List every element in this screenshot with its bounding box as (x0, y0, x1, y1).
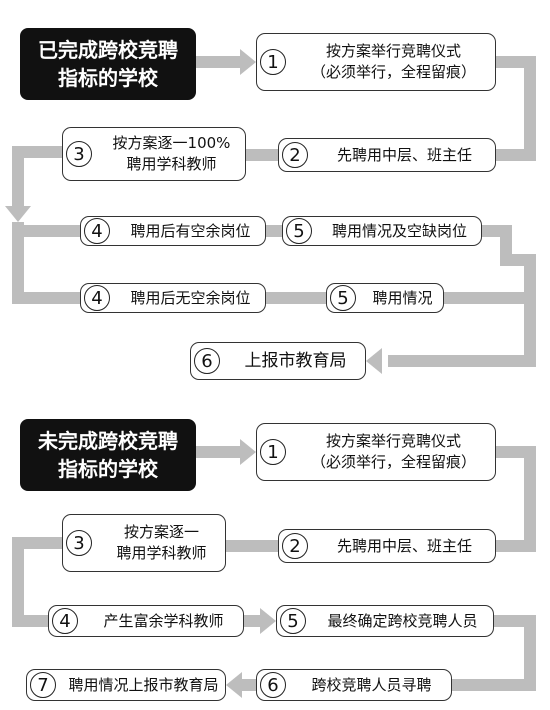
step-text-line: （必须举行，全程留痕） (310, 63, 476, 81)
step-text-line: 聘用学科教师 (116, 544, 207, 562)
section-1-title: 已完成跨校竞聘 指标的学校 (20, 28, 196, 100)
step-text-line: 聘用情况上报市教育局 (68, 675, 219, 694)
step-number-badge: 7 (30, 672, 56, 698)
s2-step-7: 7 聘用情况上报市教育局 (26, 669, 226, 701)
s2-arrowhead-7 (226, 672, 242, 698)
step-text-line: 按方案逐一 (123, 523, 199, 541)
step-number-badge: 6 (194, 348, 220, 374)
step-number-badge: 2 (282, 142, 308, 168)
s2-step-6: 6 跨校竞聘人员寻聘 (256, 669, 452, 701)
step-number-badge: 3 (66, 141, 92, 167)
s1-arrow-3-down (12, 146, 62, 210)
s1-step-4b: 4 聘用后无空余岗位 (80, 283, 266, 313)
section-2-title-line-2: 指标的学校 (58, 457, 158, 481)
s1-step-5b: 5 聘用情况 (326, 283, 444, 313)
step-text-line: 按方案举行竞聘仪式 (325, 42, 461, 60)
step-number-badge: 3 (66, 530, 92, 556)
section-1-title-line-1: 已完成跨校竞聘 (38, 38, 178, 62)
step-number-badge: 5 (286, 218, 312, 244)
step-number-badge: 4 (84, 285, 110, 311)
s2-step-5: 5 最终确定跨校竞聘人员 (276, 605, 494, 637)
step-text-line: 按方案逐一100% (112, 134, 231, 152)
step-text-line: 聘用后无空余岗位 (130, 288, 251, 307)
s2-arrow-3-to-4 (12, 537, 62, 627)
s2-arrowhead-5 (260, 608, 276, 634)
step-text-line: 先聘用中层、班主任 (336, 145, 472, 164)
s1-arrow-5a-to-6 (388, 225, 536, 367)
step-text-line: 最终确定跨校竞聘人员 (327, 611, 478, 630)
s1-arrow-branch (12, 222, 80, 237)
s1-arrowhead-6 (366, 348, 382, 374)
s1-step-6: 6 上报市教育局 (190, 342, 366, 380)
s2-step-3: 3 按方案逐一聘用学科教师 (62, 514, 226, 572)
section-2-title: 未完成跨校竞聘 指标的学校 (20, 419, 196, 491)
s1-arrow-branch-b (12, 231, 80, 304)
step-number-badge: 5 (280, 608, 306, 634)
s2-arrow-1-to-2 (496, 446, 536, 552)
step-text-line: 产生富余学科教师 (103, 611, 224, 630)
step-text-line: 聘用学科教师 (126, 155, 217, 173)
s2-arrow-5-to-6 (452, 615, 536, 691)
s1-step-2: 2 先聘用中层、班主任 (278, 138, 496, 172)
step-number-badge: 6 (260, 672, 286, 698)
s1-step-5a: 5 聘用情况及空缺岗位 (282, 216, 482, 246)
s1-arrow-1-to-2 (496, 56, 536, 161)
step-number-badge: 5 (330, 285, 356, 311)
step-text-line: 先聘用中层、班主任 (336, 536, 472, 555)
s2-step-4: 4 产生富余学科教师 (48, 605, 244, 637)
step-text-line: 聘用后有空余岗位 (130, 221, 251, 240)
s2-step-2: 2 先聘用中层、班主任 (278, 529, 496, 563)
section-2-title-line-1: 未完成跨校竞聘 (38, 429, 178, 453)
s2-arrowhead-1 (240, 439, 256, 465)
step-number-badge: 1 (260, 49, 286, 75)
step-text-line: 上报市教育局 (244, 350, 347, 371)
s1-step-3: 3 按方案逐一100% 聘用学科教师 (62, 127, 246, 181)
step-text-line: 按方案举行竞聘仪式 (325, 432, 461, 450)
step-number-badge: 2 (282, 533, 308, 559)
step-text-line: 跨校竞聘人员寻聘 (311, 675, 432, 694)
s2-step-1: 1 按方案举行竞聘仪式 （必须举行，全程留痕） (256, 423, 496, 481)
s1-arrowhead-1 (240, 49, 256, 75)
section-1-title-line-2: 指标的学校 (58, 66, 158, 90)
step-number-badge: 1 (260, 439, 286, 465)
step-text-line: 聘用情况 (372, 288, 433, 307)
step-number-badge: 4 (84, 218, 110, 244)
step-number-badge: 4 (52, 608, 78, 634)
step-text-line: 聘用情况及空缺岗位 (331, 221, 467, 240)
s1-step-1: 1 按方案举行竞聘仪式 （必须举行，全程留痕） (256, 33, 496, 91)
s1-arrowhead-3 (5, 206, 31, 222)
step-text-line: （必须举行，全程留痕） (310, 453, 476, 471)
s1-step-4a: 4 聘用后有空余岗位 (80, 216, 266, 246)
